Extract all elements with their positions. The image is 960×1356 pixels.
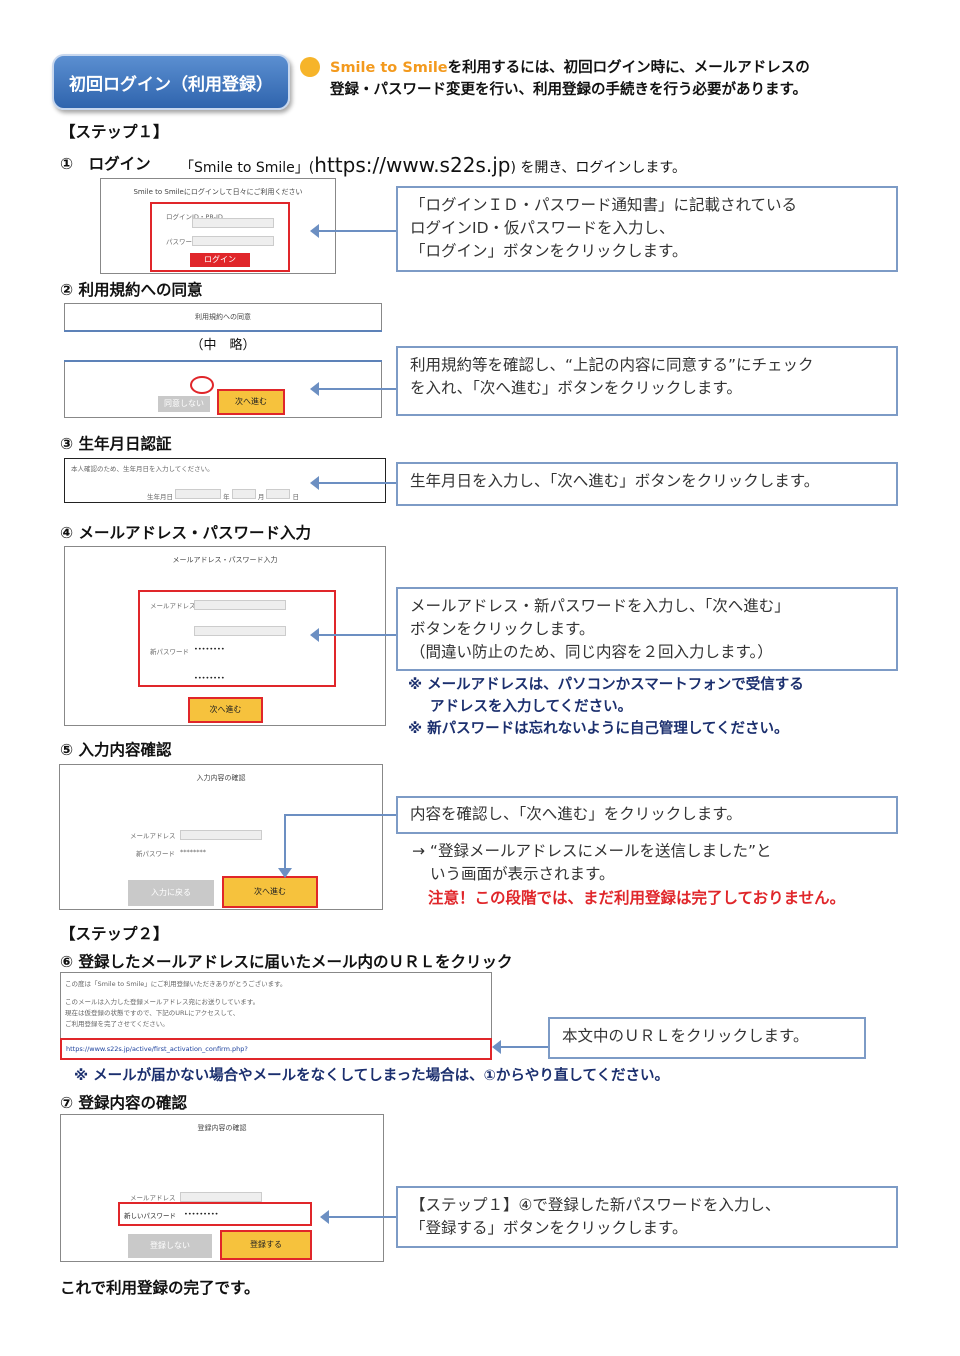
login-id-label: ログインID・PR-ID (166, 213, 223, 221)
page-title-badge: 初回ログイン（利用登録） (52, 54, 290, 110)
next-button[interactable]: 次へ進む (188, 697, 263, 723)
step6-callout: 本文中のＵＲＬをクリックします。 (548, 1017, 866, 1059)
step1-description: 「Smile to Smile」(https://www.s22s.jp) を開… (180, 153, 686, 177)
email-screenshot: メールアドレス・パスワード入力 (64, 546, 386, 726)
login-highlight (150, 202, 290, 272)
confirm-password-label: 新パスワード (136, 850, 175, 858)
step3-callout: 生年月日を入力し、「次へ進む」ボタンをクリックします。 (396, 462, 898, 506)
arrow-icon (310, 628, 396, 642)
step2-callout: 利用規約等を確認し、“上記の内容に同意する”にチェックを入れ、「次へ進む」ボタン… (396, 346, 898, 416)
email-label: メールアドレス (150, 602, 196, 610)
disagree-button[interactable]: 同意しない (158, 396, 210, 412)
terms-screen-title: 利用規約への同意 (195, 313, 251, 321)
register-email-value (180, 1192, 262, 1202)
confirm-email-label: メールアドレス (130, 832, 176, 840)
mail-url-highlight[interactable]: https://www.s22s.jp/active/first_activat… (60, 1038, 492, 1060)
new-password-highlight (118, 1202, 312, 1226)
arrow-icon (310, 224, 396, 238)
login-id-input[interactable] (192, 218, 274, 228)
step3-title: ③ 生年月日認証 (60, 435, 172, 453)
step2-title: ② 利用規約への同意 (60, 281, 203, 299)
new-password-input[interactable]: •••••••• (194, 645, 225, 653)
login-button[interactable]: ログイン (190, 253, 250, 267)
omitted-band: （中 略） (64, 330, 382, 362)
intro-line1: を利用するには、初回ログイン時に、メールアドレスの (447, 60, 810, 76)
step2-heading: 【ステップ２】 (60, 925, 169, 943)
intro-text: Smile to Smileを利用するには、初回ログイン時に、メールアドレスの … (330, 57, 810, 101)
step5-warning: 注意！この段階では、まだ利用登録は完了しておりません。 (428, 889, 846, 907)
back-button[interactable]: 入力に戻る (128, 880, 214, 906)
brand-name: Smile to Smile (330, 60, 448, 76)
step4-callout: メールアドレス・新パスワードを入力し、「次へ進む」ボタンをクリックします。（間違… (396, 587, 898, 671)
connector-line (284, 814, 286, 872)
login-screen-title: Smile to Smileにログインして日々にご利用ください (133, 188, 303, 196)
completion-message: これで利用登録の完了です。 (60, 1279, 260, 1297)
email-screen-title: メールアドレス・パスワード入力 (172, 556, 278, 564)
next-button[interactable]: 次へ進む (217, 389, 285, 415)
dob-instruction: 本人確認のため、生年月日を入力してください。 (71, 465, 214, 473)
register-password-label: 新しいパスワード (124, 1212, 176, 1220)
step1-callout: 「ログインＩＤ・パスワード通知書」に記載されているログインID・仮パスワードを入… (396, 186, 898, 272)
connector-line (284, 814, 396, 816)
new-password-label: 新パスワード (150, 648, 189, 656)
intro-line2: 登録・パスワード変更を行い、利用登録の手続きを行う必要があります。 (330, 82, 808, 98)
register-email-label: メールアドレス (130, 1194, 176, 1202)
mail-url-link[interactable]: https://www.s22s.jp/active/first_activat… (66, 1045, 248, 1053)
do-not-register-button[interactable]: 登録しない (128, 1234, 212, 1258)
agree-checkbox-highlight[interactable] (190, 376, 214, 394)
password-input[interactable] (192, 236, 274, 246)
step4-title: ④ メールアドレス・パスワード入力 (60, 524, 312, 542)
arrow-down-icon (278, 868, 292, 878)
dob-screenshot: 本人確認のため、生年月日を入力してください。 生年月日 年 月 日 (64, 458, 386, 503)
arrow-icon (310, 382, 396, 396)
register-screen-title: 登録内容の確認 (197, 1124, 247, 1132)
step1-title: ① ログイン (60, 155, 151, 173)
arrow-icon (492, 1040, 548, 1054)
register-button[interactable]: 登録する (220, 1230, 312, 1260)
step6-title: ⑥ 登録したメールアドレスに届いたメール内のＵＲＬをクリック (60, 953, 513, 971)
register-password-input[interactable]: ••••••••• (184, 1210, 219, 1218)
site-url[interactable]: https://www.s22s.jp (314, 153, 511, 177)
new-password-confirm-input[interactable]: •••••••• (194, 674, 225, 682)
email-confirm-input[interactable] (194, 626, 286, 636)
step7-title: ⑦ 登録内容の確認 (60, 1094, 188, 1112)
confirm-screen-title: 入力内容の確認 (196, 774, 246, 782)
step1-heading: 【ステップ１】 (60, 123, 169, 141)
smiley-icon (300, 57, 320, 77)
step5-callout: 内容を確認し、「次へ進む」をクリックします。 (396, 796, 898, 834)
step5-result: → “登録メールアドレスにメールを送信しました”と いう画面が表示されます。 (412, 842, 772, 883)
confirm-email-value (180, 830, 262, 840)
step5-title: ⑤ 入力内容確認 (60, 741, 172, 759)
dob-row: 生年月日 年 月 日 (147, 489, 299, 501)
email-password-highlight (138, 590, 336, 687)
step7-callout: 【ステップ１】④で登録した新パスワードを入力し、「登録する」ボタンをクリックしま… (396, 1186, 898, 1248)
step6-note: ※ メールが届かない場合やメールをなくしてしまった場合は、①からやり直してくださ… (74, 1068, 670, 1084)
arrow-icon (320, 1210, 396, 1224)
confirm-password-value: ******** (180, 848, 206, 856)
arrow-icon (310, 476, 396, 490)
next-button[interactable]: 次へ進む (222, 876, 318, 908)
password-label: パスワード (166, 238, 199, 246)
email-input[interactable] (194, 600, 286, 610)
step4-notes: ※ メールアドレスは、パソコンかスマートフォンで受信する アドレスを入力してくだ… (408, 677, 804, 737)
